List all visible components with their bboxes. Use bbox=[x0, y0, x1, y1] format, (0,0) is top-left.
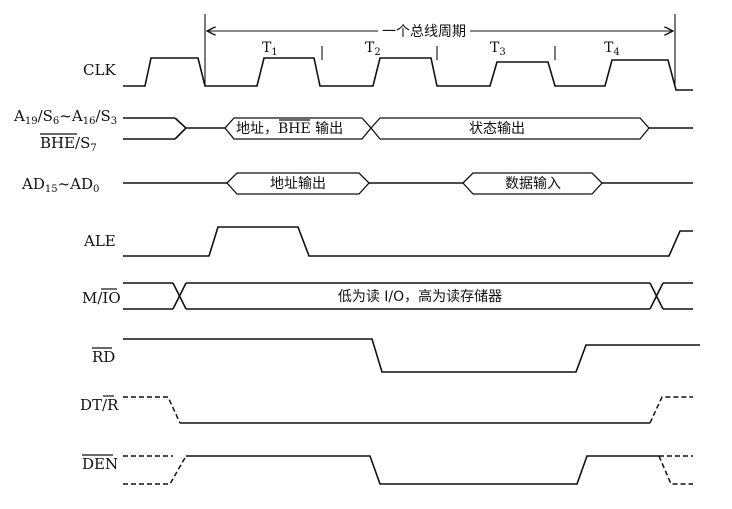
den-float-post-lower bbox=[658, 455, 693, 485]
mio-cross-in bbox=[172, 282, 187, 310]
bus-period-header: 一个总线周期 T1 T2 T3 T4 bbox=[204, 14, 676, 86]
label-bhe-s7: BHE/S7 bbox=[40, 134, 97, 154]
state-t4: T4 bbox=[604, 40, 620, 58]
den-signal bbox=[123, 455, 693, 485]
label-addr-status: A19/S6~A16/S3 bbox=[13, 107, 117, 127]
bus-period-label: 一个总线周期 bbox=[382, 24, 466, 40]
state-t1: T1 bbox=[262, 40, 278, 58]
addr-segment-address-label: 地址，BHE 输出 bbox=[236, 121, 343, 137]
dtr-float-pre bbox=[123, 396, 181, 424]
label-rd: RD bbox=[92, 348, 115, 366]
rd-waveform bbox=[123, 338, 700, 373]
label-ale: ALE bbox=[83, 232, 116, 250]
label-clk: CLK bbox=[83, 61, 116, 79]
addr-bus-cross-in bbox=[174, 117, 188, 140]
mio-signal: 低为读 I/O，高为读存储器 bbox=[123, 282, 693, 310]
ad-bus: 地址输出 数据输入 bbox=[123, 172, 693, 195]
addr-segment-status-label: 状态输出 bbox=[469, 121, 525, 137]
label-den: DEN bbox=[82, 455, 118, 473]
addr-status-bus: 地址，BHE 输出 状态输出 bbox=[123, 117, 693, 140]
clk-waveform bbox=[123, 57, 693, 91]
dtr-signal bbox=[123, 396, 693, 424]
mio-cross-out bbox=[649, 282, 664, 310]
dtr-float-post bbox=[649, 396, 693, 424]
ad-segment-data-label: 数据输入 bbox=[505, 176, 561, 192]
mio-segment-label: 低为读 I/O，高为读存储器 bbox=[338, 288, 502, 305]
ad-segment-address-label: 地址输出 bbox=[270, 176, 326, 192]
state-t2: T2 bbox=[365, 40, 381, 58]
label-ad-bus: AD15~AD0 bbox=[21, 175, 99, 195]
state-t3: T3 bbox=[490, 40, 506, 58]
den-float-pre-lower bbox=[123, 455, 187, 485]
ale-waveform bbox=[123, 226, 693, 257]
den-waveform bbox=[186, 455, 659, 485]
label-dtr: DT/R bbox=[80, 396, 119, 414]
label-mio: M/IO bbox=[82, 289, 121, 307]
signal-labels: CLK A19/S6~A16/S3 BHE/S7 AD15~AD0 ALE M/… bbox=[13, 61, 121, 473]
